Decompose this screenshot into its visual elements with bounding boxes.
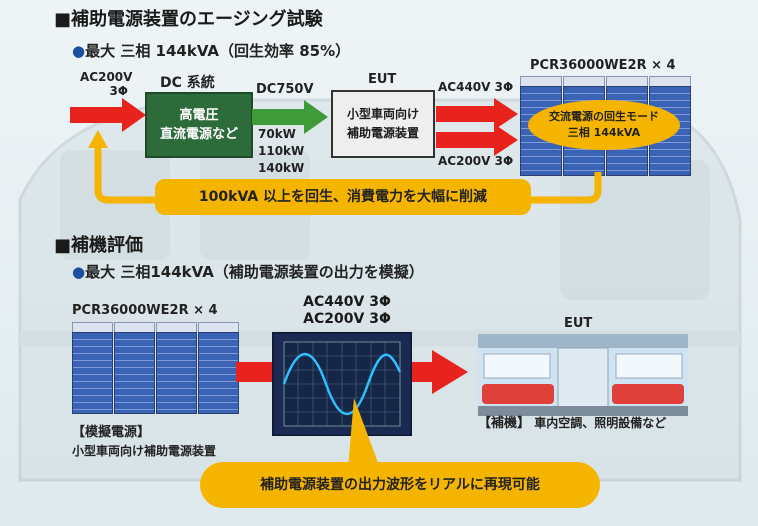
section1-subtitle-text: 最大 三相 144kVA（回生効率 85%） [85, 42, 351, 60]
output-red-arrow-2 [436, 124, 518, 156]
train-interior-image [478, 334, 688, 416]
power-level: 110kW [258, 143, 305, 158]
bubble-pointer [348, 398, 380, 468]
pcr-label-1: PCR36000WE2R × 4 [530, 58, 676, 73]
input-red-arrow [70, 98, 146, 132]
section2-subtitle: ●最大 三相144kVA（補助電源装置の出力を模擬） [72, 261, 424, 282]
power-level: 140kW [258, 160, 305, 175]
dc-system-label: DC 系統 [160, 75, 215, 91]
eut-box-line2: 補助電源装置 [346, 126, 419, 140]
section1-subtitle: ●最大 三相 144kVA（回生効率 85%） [72, 40, 350, 61]
dc-green-arrow [252, 100, 328, 134]
bullet-icon: ● [72, 42, 86, 60]
regen-mode-oval: 交流電源の回生モード三相 144kVA [528, 100, 680, 150]
pcr-label-2: PCR36000WE2R × 4 [72, 303, 218, 318]
input-phase: 3Φ [109, 84, 128, 98]
output-label-2: AC200V 3Φ [438, 154, 514, 168]
wave-labels: AC440V 3Φ AC200V 3Φ [292, 294, 402, 328]
regen-line1: 交流電源の回生モード [549, 109, 659, 123]
input-voltage-label: AC200V 3Φ [80, 70, 133, 98]
output-label-1: AC440V 3Φ [438, 80, 514, 94]
section2-subtitle-text: 最大 三相144kVA（補助電源装置の出力を模擬） [85, 263, 424, 281]
section2-title: ■補機評価 [54, 235, 144, 256]
dc-box-line2: 直流電源など [159, 127, 238, 142]
wave-line2: AC200V 3Φ [303, 310, 391, 327]
aux-caption: 【補機】 車内空調、照明設備など [478, 412, 666, 431]
eut-box: 小型車両向け補助電源装置 [331, 90, 435, 158]
feedback-text-box: 100kVA 以上を回生、消費電力を大幅に削減 [155, 179, 531, 215]
eut-box-line1: 小型車両向け [346, 106, 419, 121]
sim-desc: 小型車両向け補助電源装置 [72, 444, 217, 458]
aux-desc: 車内空調、照明設備など [534, 416, 667, 430]
sim-label: 【模擬電源】 [72, 425, 151, 440]
section1-title: ■補助電源装置のエージング試験 [54, 9, 323, 30]
eut-label-2: EUT [564, 316, 593, 331]
wave-line1: AC440V 3Φ [303, 294, 391, 310]
output-red-arrow-1 [436, 98, 518, 130]
bullet-icon: ● [72, 263, 86, 281]
regen-line2: 三相 144kVA [567, 126, 641, 139]
dc-power-box: 高電圧直流電源など [145, 92, 253, 158]
dc-box-line1: 高電圧 [179, 107, 219, 123]
waveform-screen [272, 332, 412, 436]
eut-label: EUT [368, 72, 397, 87]
power-levels: 70kW 110kW 140kW [258, 126, 304, 176]
pcr-cabinets-2 [72, 322, 239, 414]
aux-label: 【補機】 [478, 416, 531, 431]
input-voltage: AC200V [80, 70, 133, 84]
power-level: 70kW [258, 127, 296, 141]
waveform-bubble: 補助電源装置の出力波形をリアルに再現可能 [200, 462, 600, 508]
dc-voltage-label: DC750V [256, 82, 314, 97]
